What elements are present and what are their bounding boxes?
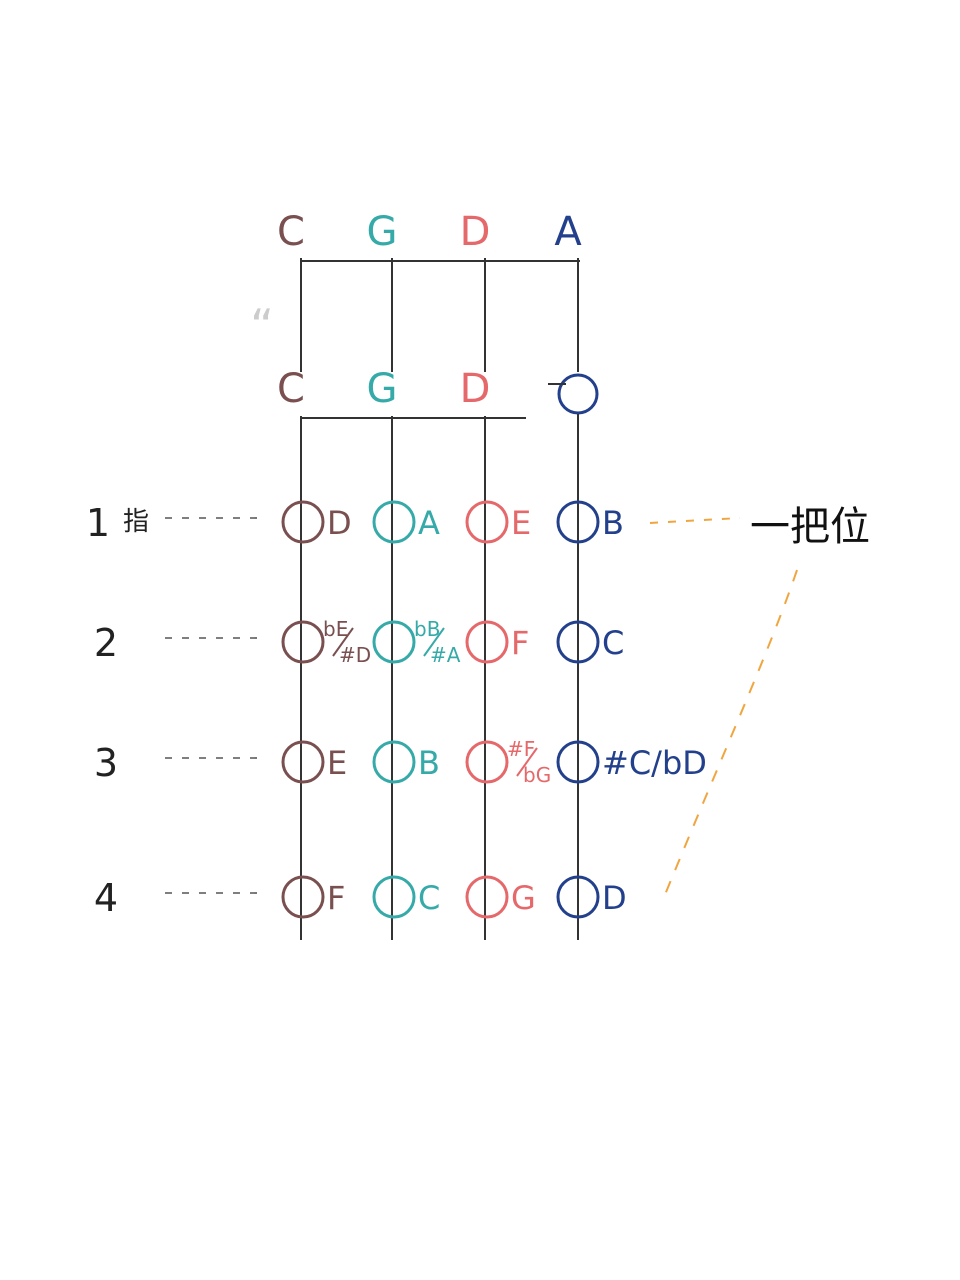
top-string-block xyxy=(300,258,580,372)
note-label: E xyxy=(511,504,531,542)
open-a-circle xyxy=(557,373,599,415)
position-label: 一把位 xyxy=(750,504,870,550)
finger-circle xyxy=(372,500,416,544)
finger-circle xyxy=(465,500,509,544)
finger-circle xyxy=(465,875,509,919)
finger-circle xyxy=(372,875,416,919)
finger-circle xyxy=(372,740,416,784)
open-string-name-2: D xyxy=(460,366,491,412)
note-c: bE#D xyxy=(281,617,371,667)
bracket-top xyxy=(649,517,741,524)
finger-circle xyxy=(465,620,509,664)
note-d: #FbG xyxy=(465,737,551,787)
string-name-d: D xyxy=(460,209,491,255)
finger-number: 3 xyxy=(94,741,118,785)
finger-circle xyxy=(281,620,325,664)
note-label: D xyxy=(327,504,352,542)
note-d: F xyxy=(465,620,529,664)
note-g: bB#A xyxy=(372,617,461,667)
open-string-name-0: C xyxy=(277,366,305,412)
note-d: E xyxy=(465,500,531,544)
note-c: D xyxy=(281,500,352,544)
finger-circle xyxy=(556,740,600,784)
note-label: B xyxy=(418,744,440,782)
note-label: C xyxy=(602,624,624,662)
note-label: #C/bD xyxy=(602,744,707,782)
quote-mark: “ xyxy=(250,299,274,353)
note-label-top: bB xyxy=(414,617,440,641)
finger-circle xyxy=(281,500,325,544)
position-bracket xyxy=(649,517,798,903)
finger-number: 4 xyxy=(94,876,118,920)
string-name-g: G xyxy=(367,209,398,255)
slash xyxy=(516,747,538,777)
note-g: C xyxy=(372,875,440,919)
finger-row-3: 3 E B #FbG #C/bD xyxy=(94,737,707,787)
note-d: G xyxy=(465,875,536,919)
note-a: #C/bD xyxy=(556,740,707,784)
finger-circle xyxy=(556,500,600,544)
open-string-name-1: G xyxy=(367,366,398,412)
note-label: E xyxy=(327,744,347,782)
note-label: B xyxy=(602,504,624,542)
note-label-bottom: bG xyxy=(523,763,551,787)
note-g: A xyxy=(372,500,440,544)
note-label: F xyxy=(327,879,345,917)
string-name-c: C xyxy=(277,209,305,255)
note-label: D xyxy=(602,879,627,917)
fingerboard xyxy=(300,414,579,940)
note-label: F xyxy=(511,624,529,662)
bracket-slope xyxy=(661,569,798,903)
note-label-bottom: #D xyxy=(339,643,371,667)
finger-suffix: 指 xyxy=(123,507,149,537)
string-name-a: A xyxy=(554,209,582,255)
finger-number: 1 xyxy=(86,501,110,545)
finger-circle xyxy=(281,740,325,784)
note-label-top: bE xyxy=(323,617,348,641)
slash xyxy=(423,627,445,657)
finger-circle xyxy=(281,875,325,919)
finger-circle xyxy=(372,620,416,664)
slash xyxy=(332,627,354,657)
finger-number: 2 xyxy=(94,621,118,665)
note-c: F xyxy=(281,875,345,919)
finger-row-4: 4 F C G D xyxy=(94,875,627,920)
finger-circle xyxy=(556,875,600,919)
finger-circle xyxy=(465,740,509,784)
note-a: C xyxy=(556,620,624,664)
note-label: A xyxy=(418,504,440,542)
note-a: D xyxy=(556,875,627,919)
note-g: B xyxy=(372,740,440,784)
note-a: B xyxy=(556,500,624,544)
note-label-bottom: #A xyxy=(430,643,461,667)
note-c: E xyxy=(281,740,347,784)
finger-circle xyxy=(556,620,600,664)
note-label: C xyxy=(418,879,440,917)
note-label: G xyxy=(511,879,536,917)
